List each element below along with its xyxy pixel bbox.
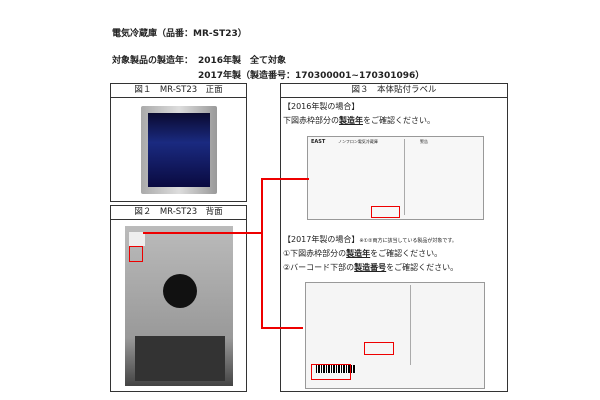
- fridge-back-photo: [125, 226, 233, 386]
- fridge-front-photo: [141, 106, 217, 194]
- figure-2: 図２ MR-ST23 背面: [110, 205, 247, 392]
- instruction-2017-1: ①下図赤枠部分の製造年をご確認ください。: [283, 249, 443, 258]
- connector-line: [261, 327, 303, 329]
- case-2017: 【2017年製の場合】※①②両方に該当している製品が対象です。: [283, 235, 457, 244]
- figure-1-caption: 図１ MR-ST23 正面: [111, 84, 246, 98]
- connector-line: [261, 178, 309, 180]
- figure-1: 図１ MR-ST23 正面: [110, 83, 247, 202]
- target-2016: 2016年製 全て対象: [198, 56, 287, 66]
- label-2017-image: [305, 282, 485, 389]
- connector-line: [143, 232, 262, 234]
- year-highlight-2017: [364, 342, 394, 355]
- doc-title: 電気冷蔵庫（品番：MR-ST23）: [112, 29, 247, 39]
- serial-highlight-2017: [311, 364, 351, 380]
- case-2016: 【2016年製の場合】: [283, 102, 360, 111]
- label-highlight: [129, 246, 143, 262]
- instruction-2016: 下図赤枠部分の製造年をご確認ください。: [283, 116, 435, 125]
- target-label: 対象製品の製造年：: [112, 56, 194, 66]
- year-highlight-2016: [371, 206, 400, 218]
- figure-2-caption: 図２ MR-ST23 背面: [111, 206, 246, 220]
- figure-3: 図３ 本体貼付ラベル 【2016年製の場合】 下図赤枠部分の製造年をご確認くださ…: [280, 83, 508, 392]
- instruction-2017-2: ②バーコード下部の製造番号をご確認ください。: [283, 263, 459, 272]
- figure-3-caption: 図３ 本体貼付ラベル: [281, 84, 507, 98]
- connector-line: [261, 178, 263, 328]
- target-2017: 2017年製（製造番号：170300001~170301096）: [198, 71, 425, 81]
